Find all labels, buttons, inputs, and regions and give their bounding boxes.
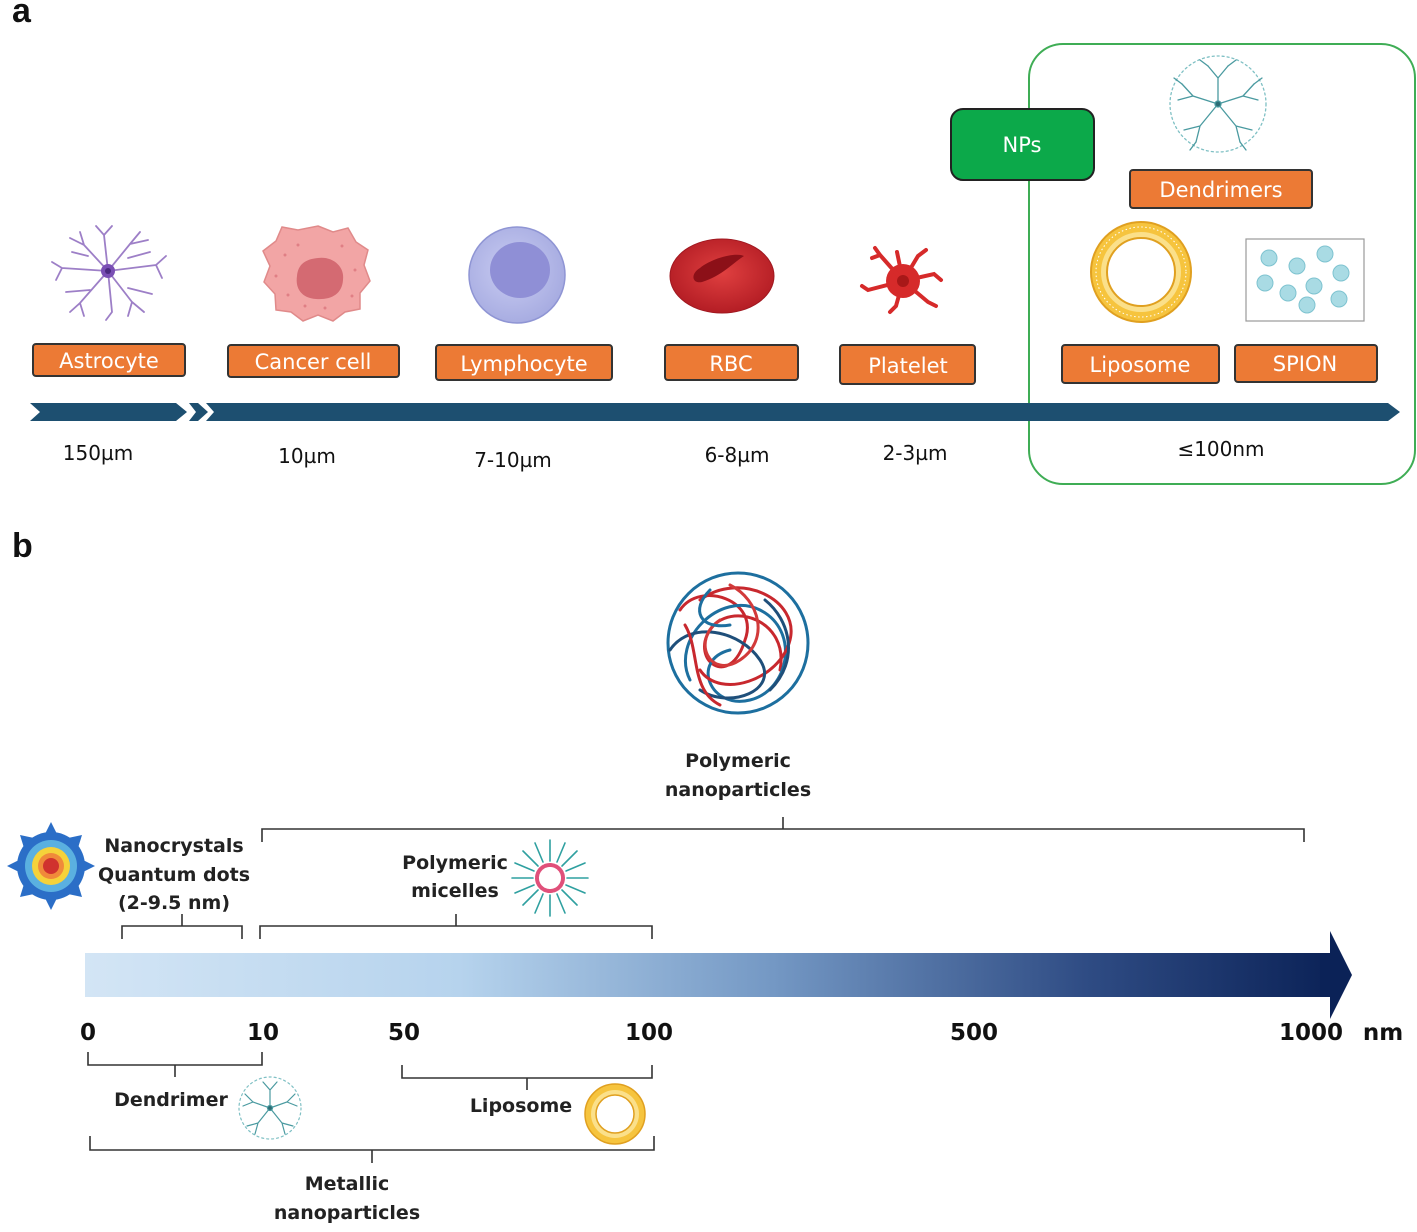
micelles-line1: Polymeric — [402, 852, 508, 874]
cancer-cell-tag: Cancer cell — [227, 344, 400, 378]
platelet-tag: Platelet — [839, 344, 976, 385]
unit-label: nm — [1363, 1020, 1403, 1046]
spion-icon — [1245, 238, 1365, 322]
cancer-cell-tag-label: Cancer cell — [255, 350, 372, 374]
nanocrystals-line1: Nanocrystals — [104, 835, 243, 857]
tick-0: 0 — [80, 1020, 96, 1046]
cancer-cell-size: 10µm — [278, 444, 336, 468]
rbc-tag-label: RBC — [709, 352, 752, 376]
polymeric-np-bracket — [261, 817, 1305, 842]
liposome-tag: Liposome — [1061, 344, 1220, 384]
dendrimer-label: Dendrimer — [114, 1089, 228, 1111]
size-scale-arrow-b — [85, 931, 1352, 1019]
nanocrystals-line2: Quantum dots — [98, 864, 250, 886]
tick-100: 100 — [625, 1020, 673, 1046]
rbc-tag: RBC — [664, 344, 799, 381]
dendrimer-icon — [1169, 55, 1267, 153]
platelet-size: 2-3µm — [883, 441, 948, 465]
rbc-size: 6-8µm — [705, 443, 770, 467]
cancer-cell-icon — [262, 225, 371, 322]
dendrimers-tag-label: Dendrimers — [1159, 178, 1282, 202]
astrocyte-icon — [51, 225, 167, 321]
panel-a-letter: a — [12, 0, 32, 30]
tick-1000: 1000 — [1279, 1020, 1343, 1046]
polymeric-np-line2: nanoparticles — [665, 779, 811, 801]
liposome-icon — [584, 1083, 646, 1145]
tick-10: 10 — [247, 1020, 279, 1046]
spion-tag-label: SPION — [1273, 352, 1337, 376]
astrocyte-tag: Astrocyte — [32, 343, 186, 377]
panel-b-letter: b — [12, 527, 33, 565]
lymphocyte-size: 7-10µm — [474, 448, 552, 472]
polymer-coil-icon — [666, 571, 810, 715]
rbc-icon — [669, 238, 775, 314]
liposome-icon — [1090, 221, 1192, 323]
platelet-tag-label: Platelet — [868, 354, 948, 378]
dendrimer-icon — [238, 1076, 302, 1140]
nanocrystals-line3: (2-9.5 nm) — [118, 892, 230, 914]
platelet-icon — [860, 246, 943, 314]
size-scale-arrow-a — [30, 403, 1400, 421]
dendrimer-bracket — [87, 1052, 263, 1077]
quantum-dot-icon — [7, 822, 95, 910]
nps-badge-label: NPs — [1003, 133, 1042, 157]
metallic-line2: nanoparticles — [274, 1202, 420, 1224]
nps-badge: NPs — [950, 108, 1095, 181]
polymeric-np-line1: Polymeric — [685, 750, 791, 772]
micelle-icon — [511, 839, 589, 917]
liposome-tag-label: Liposome — [1090, 353, 1191, 377]
lymphocyte-tag-label: Lymphocyte — [460, 352, 587, 376]
lymphocyte-tag: Lymphocyte — [435, 344, 613, 381]
micelles-bracket — [259, 914, 653, 939]
liposome-label: Liposome — [470, 1095, 572, 1117]
tick-500: 500 — [950, 1020, 998, 1046]
nanocrystals-bracket — [121, 914, 243, 939]
liposome-bracket — [401, 1065, 653, 1090]
lymphocyte-icon — [468, 226, 566, 324]
astrocyte-size: 150µm — [63, 441, 133, 465]
nps-group-box — [1028, 43, 1416, 485]
metallic-bracket — [89, 1136, 655, 1163]
spion-tag: SPION — [1234, 344, 1378, 383]
astrocyte-tag-label: Astrocyte — [59, 349, 159, 373]
tick-50: 50 — [388, 1020, 420, 1046]
micelles-line2: micelles — [411, 880, 499, 902]
dendrimers-tag: Dendrimers — [1129, 169, 1313, 209]
metallic-line1: Metallic — [305, 1173, 390, 1195]
nps-size: ≤100nm — [1177, 437, 1264, 461]
